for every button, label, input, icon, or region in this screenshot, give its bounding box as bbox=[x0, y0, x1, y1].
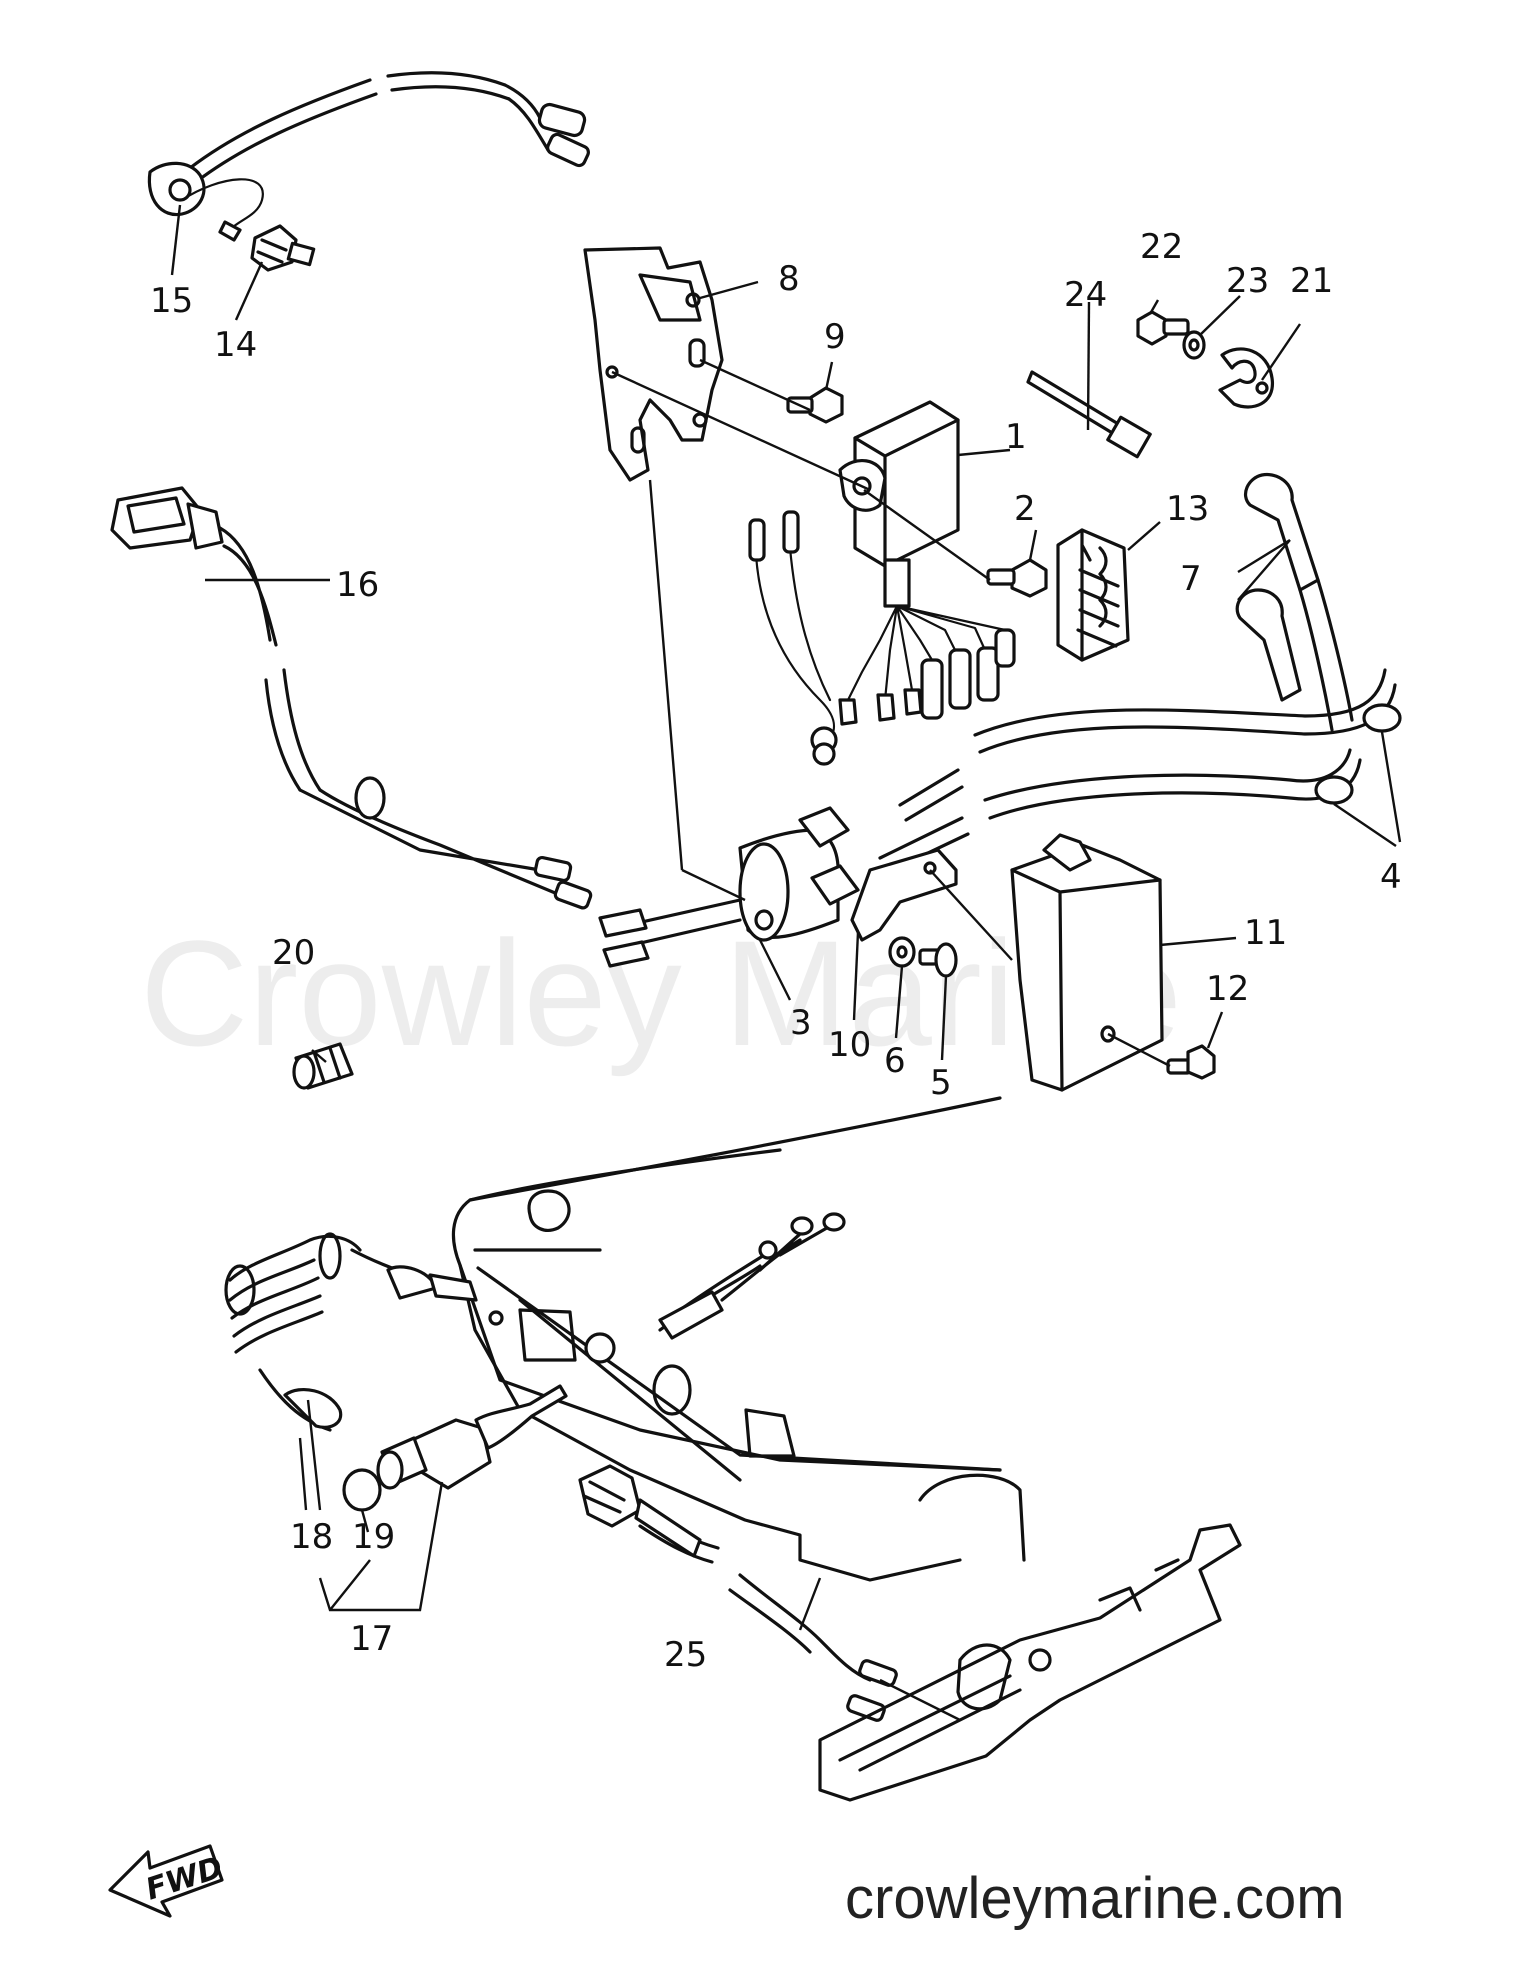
callout-25: 25 bbox=[664, 1635, 707, 1675]
callout-7: 7 bbox=[1180, 559, 1202, 599]
part-6-washer bbox=[888, 936, 916, 968]
callout-24: 24 bbox=[1064, 275, 1107, 315]
part-2-bolt bbox=[986, 558, 1048, 598]
callout-3: 3 bbox=[790, 1003, 812, 1043]
part-17-stop-switch bbox=[376, 1384, 568, 1490]
bottom-cowling bbox=[451, 1096, 1026, 1582]
leader-lines bbox=[170, 204, 1402, 1722]
part-10-coil-bracket bbox=[850, 848, 958, 942]
fwd-arrow-icon: FWD bbox=[108, 1844, 227, 1918]
callout-13: 13 bbox=[1166, 489, 1209, 529]
callout-15: 15 bbox=[150, 281, 193, 321]
callout-19: 19 bbox=[352, 1517, 395, 1557]
callout-11: 11 bbox=[1244, 913, 1287, 953]
callout-9: 9 bbox=[824, 317, 846, 357]
part-9-bolt bbox=[786, 386, 844, 424]
part-5-screw bbox=[918, 942, 958, 978]
callout-numbers: 1 2 3 4 5 6 7 8 9 10 11 12 13 14 15 16 1… bbox=[150, 227, 1402, 1675]
part-22-bolt bbox=[1136, 310, 1190, 346]
part-13-clip-block bbox=[1056, 528, 1130, 662]
callout-5: 5 bbox=[930, 1063, 952, 1103]
callout-20: 20 bbox=[272, 933, 315, 973]
callout-23: 23 bbox=[1226, 261, 1269, 301]
part-19-cap bbox=[342, 1468, 382, 1512]
part-16-kill-switch-harness bbox=[110, 486, 593, 910]
part-14-sensor bbox=[250, 224, 316, 272]
callout-16: 16 bbox=[336, 565, 379, 605]
part-11-cover bbox=[1010, 833, 1164, 1092]
callout-18: 18 bbox=[290, 1517, 333, 1557]
part-23-washer bbox=[1182, 330, 1206, 360]
callout-10: 10 bbox=[828, 1025, 871, 1065]
callout-12: 12 bbox=[1206, 969, 1249, 1009]
part-15-wire-harness bbox=[147, 71, 590, 242]
part-8-bracket bbox=[583, 246, 724, 482]
part-12-screw bbox=[1166, 1044, 1216, 1080]
part-3-ignition-coil bbox=[598, 806, 860, 968]
part-21-clamp bbox=[1218, 347, 1274, 409]
website-url: crowleymarine.com bbox=[845, 1866, 1345, 1931]
part-18-lanyard bbox=[224, 1232, 478, 1432]
part-4-ht-leads bbox=[878, 668, 1402, 874]
callout-21: 21 bbox=[1290, 261, 1333, 301]
lower-pan-bracket bbox=[818, 1523, 1242, 1802]
callout-8: 8 bbox=[778, 259, 800, 299]
callout-4: 4 bbox=[1380, 857, 1402, 897]
callout-2: 2 bbox=[1014, 489, 1036, 529]
part-24-cable-tie bbox=[1026, 370, 1152, 459]
callout-1: 1 bbox=[1005, 417, 1027, 457]
callout-17: 17 bbox=[350, 1619, 393, 1659]
callout-14: 14 bbox=[214, 325, 257, 365]
part-1-cdi-unit bbox=[748, 400, 1016, 766]
callout-6: 6 bbox=[884, 1041, 906, 1081]
part-20-grommet bbox=[292, 1042, 354, 1090]
part-25-thermoswitch bbox=[578, 1464, 898, 1722]
callout-22: 22 bbox=[1140, 227, 1183, 267]
part-7-spark-plug-caps bbox=[1235, 472, 1354, 732]
